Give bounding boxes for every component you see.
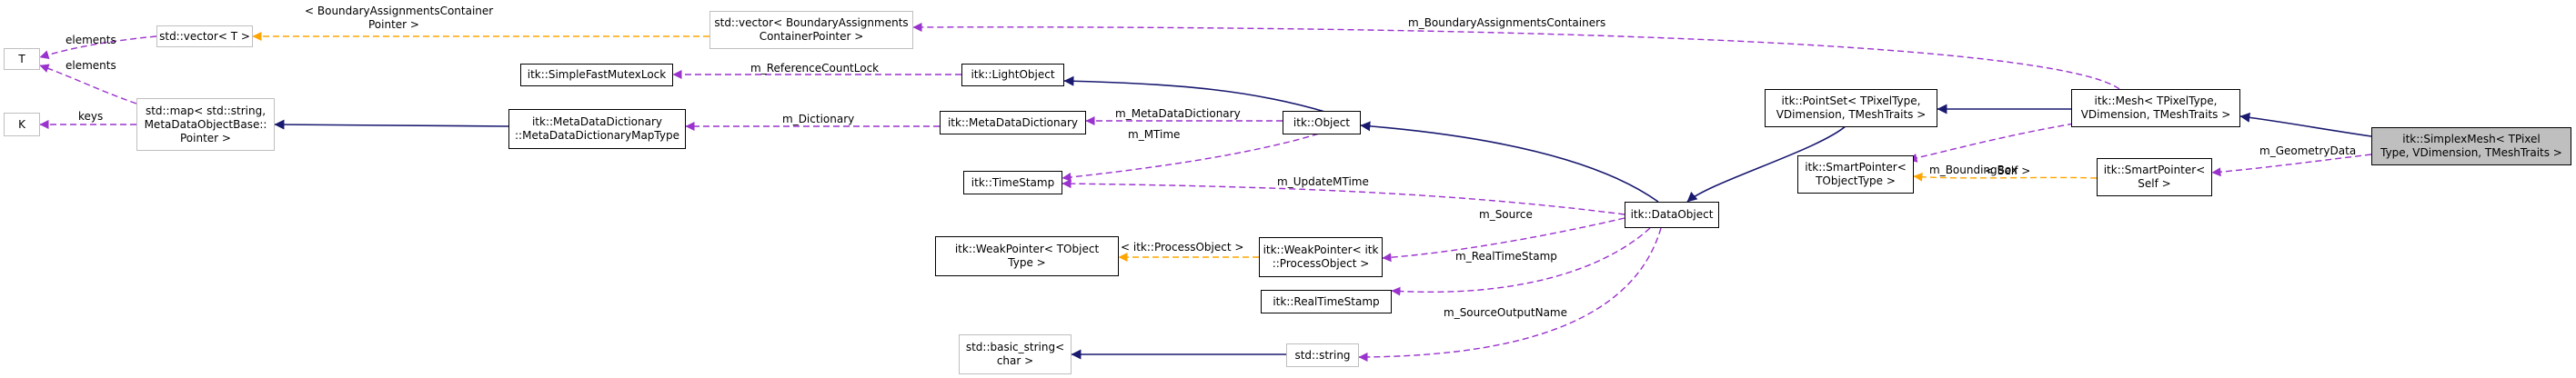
node-smart-pointer-self-line-1: itk::SmartPointer<	[2103, 164, 2206, 176]
node-vector-bac-line-1: std::vector< BoundaryAssignments	[714, 16, 909, 29]
edge-object-to-light-object	[1063, 75, 1329, 114]
edge-label-bac-template-1: < BoundaryAssignmentsContainer	[305, 5, 493, 17]
edge-label-m-source-output-name: m_SourceOutputName	[1444, 306, 1567, 319]
node-mesh-line-2: VDimension, TMeshTraits >	[2080, 108, 2231, 121]
node-weak-pointer-tobject[interactable]: itk::WeakPointer< TObject Type >	[935, 236, 1119, 276]
edge-smart-pointer-self-to-tobject	[1913, 172, 2098, 182]
edge-label-m-metadata-dictionary: m_MetaDataDictionary	[1115, 107, 1241, 120]
edge-data-object-to-string	[1358, 227, 1662, 362]
node-smart-pointer-self[interactable]: itk::SmartPointer< Self >	[2097, 158, 2212, 196]
edge-simplex-mesh-to-mesh	[2239, 112, 2372, 137]
node-metadata-dict[interactable]: itk::MetaDataDictionary	[940, 111, 1086, 134]
edge-data-object-to-time-stamp	[1062, 179, 1625, 215]
node-vector-bac[interactable]: std::vector< BoundaryAssignments Contain…	[709, 11, 913, 49]
node-data-object-label: itk::DataObject	[1630, 208, 1714, 221]
node-smart-pointer-tobject-line-1: itk::SmartPointer<	[1805, 161, 1907, 174]
edge-simplex-mesh-to-smart-pointer-self	[2211, 154, 2372, 177]
edge-point-set-to-data-object	[1686, 124, 1847, 203]
node-weak-pointer-tobject-line-1: itk::WeakPointer< TObject	[954, 243, 1100, 255]
node-mesh-line-1: itk::Mesh< TPixelType,	[2094, 94, 2218, 107]
node-point-set-line-1: itk::PointSet< TPixelType,	[1781, 94, 1921, 107]
node-weak-pointer-tobject-line-2: Type >	[1008, 256, 1046, 269]
edge-label-m-update-mtime: m_UpdateMTime	[1277, 175, 1369, 188]
node-vector-t[interactable]: std::vector< T >	[156, 25, 253, 47]
edge-label-keys: keys	[78, 110, 103, 123]
node-vector-t-label: std::vector< T >	[159, 29, 250, 43]
node-metadata-dict-map[interactable]: itk::MetaDataDictionary ::MetaDataDictio…	[508, 109, 686, 149]
node-k[interactable]: K	[4, 113, 40, 136]
edge-label-m-dictionary: m_Dictionary	[782, 113, 854, 125]
node-basic-string-line-2: char >	[996, 354, 1034, 367]
node-map-line-2: MetaDataObjectBase::	[144, 117, 267, 131]
node-map-line-1: std::map< std::string,	[145, 104, 267, 117]
edge-label-elements-vector: elements	[65, 59, 116, 72]
node-real-time-stamp-label: itk::RealTimeStamp	[1273, 294, 1380, 308]
node-real-time-stamp[interactable]: itk::RealTimeStamp	[1261, 290, 1392, 313]
edge-mesh-to-vector-bac	[912, 22, 2120, 90]
node-weak-pointer-process-line-2: ::ProcessObject >	[1272, 257, 1370, 270]
node-mesh[interactable]: itk::Mesh< TPixelType, VDimension, TMesh…	[2071, 89, 2240, 127]
node-object[interactable]: itk::Object	[1283, 111, 1361, 134]
node-k-label: K	[18, 117, 25, 131]
node-simplex-mesh-line-1: itk::SimplexMesh< TPixel	[2402, 133, 2541, 145]
edge-data-object-to-real-time-stamp	[1391, 227, 1651, 296]
edge-vector-t-elements-t	[39, 35, 157, 60]
node-t-label: T	[18, 52, 25, 65]
node-light-object-label: itk::LightObject	[971, 68, 1055, 81]
node-smart-pointer-self-line-2: Self >	[2138, 177, 2171, 190]
edge-mesh-to-smart-pointer-tobject	[1907, 123, 2075, 163]
node-simple-fast-mutex-lock[interactable]: itk::SimpleFastMutexLock	[520, 64, 673, 86]
edge-label-elements-t: elements	[65, 34, 116, 46]
node-string[interactable]: std::string	[1286, 343, 1359, 367]
edge-label-process-object-template: < itk::ProcessObject >	[1121, 241, 1243, 254]
node-simplex-mesh[interactable]: itk::SimplexMesh< TPixel Type, VDimensio…	[2371, 127, 2571, 165]
node-t[interactable]: T	[4, 48, 40, 70]
node-data-object[interactable]: itk::DataObject	[1625, 202, 1719, 228]
node-smart-pointer-tobject[interactable]: itk::SmartPointer< TObjectType >	[1797, 155, 1914, 194]
edge-label-m-geometry-data: m_GeometryData	[2259, 144, 2356, 157]
node-map[interactable]: std::map< std::string, MetaDataObjectBas…	[136, 98, 275, 151]
node-time-stamp[interactable]: itk::TimeStamp	[963, 171, 1062, 194]
edge-data-object-to-weak-pointer	[1382, 217, 1625, 263]
edge-label-bac-template-2: Pointer >	[368, 18, 419, 31]
node-point-set-line-2: VDimension, TMeshTraits >	[1776, 108, 1927, 121]
edge-label-m-source: m_Source	[1479, 208, 1533, 221]
edge-data-object-to-object	[1360, 121, 1659, 203]
node-simple-fast-mutex-lock-label: itk::SimpleFastMutexLock	[527, 68, 667, 81]
node-metadata-dict-map-line-1: itk::MetaDataDictionary	[531, 115, 663, 128]
edge-map-elements-t	[39, 64, 137, 104]
node-weak-pointer-process-line-1: itk::WeakPointer< itk	[1263, 244, 1379, 256]
node-metadata-dict-map-line-2: ::MetaDataDictionaryMapType	[515, 129, 679, 142]
edge-label-m-boundary-assignments-containers: m_BoundaryAssignmentsContainers	[1408, 16, 1605, 29]
edge-label-m-mtime: m_MTime	[1128, 128, 1180, 141]
edge-object-to-time-stamp	[1062, 130, 1329, 182]
node-basic-string-line-1: std::basic_string<	[965, 341, 1065, 353]
edge-label-m-bounding-box: m_BoundingBox	[1929, 164, 2018, 176]
node-map-line-3: Pointer >	[180, 131, 231, 144]
node-object-label: itk::Object	[1293, 115, 1351, 129]
node-smart-pointer-tobject-line-2: TObjectType >	[1816, 174, 1896, 187]
edge-label-m-reference-count-lock: m_ReferenceCountLock	[750, 62, 879, 75]
edge-label-m-real-time-stamp: m_RealTimeStamp	[1455, 250, 1557, 263]
edge-label-self-template: < Self >	[1985, 164, 2030, 177]
node-basic-string[interactable]: std::basic_string< char >	[959, 334, 1072, 374]
node-point-set[interactable]: itk::PointSet< TPixelType, VDimension, T…	[1765, 89, 1937, 127]
node-simplex-mesh-line-2: Type, VDimension, TMeshTraits >	[2380, 146, 2562, 159]
node-vector-bac-line-2: ContainerPointer >	[759, 30, 864, 43]
edge-metadata-map-to-map	[274, 119, 509, 130]
node-weak-pointer-process[interactable]: itk::WeakPointer< itk ::ProcessObject >	[1259, 237, 1383, 277]
node-light-object[interactable]: itk::LightObject	[961, 64, 1064, 86]
node-metadata-dict-label: itk::MetaDataDictionary	[947, 115, 1079, 129]
node-string-label: std::string	[1294, 348, 1351, 362]
node-time-stamp-label: itk::TimeStamp	[971, 175, 1055, 189]
